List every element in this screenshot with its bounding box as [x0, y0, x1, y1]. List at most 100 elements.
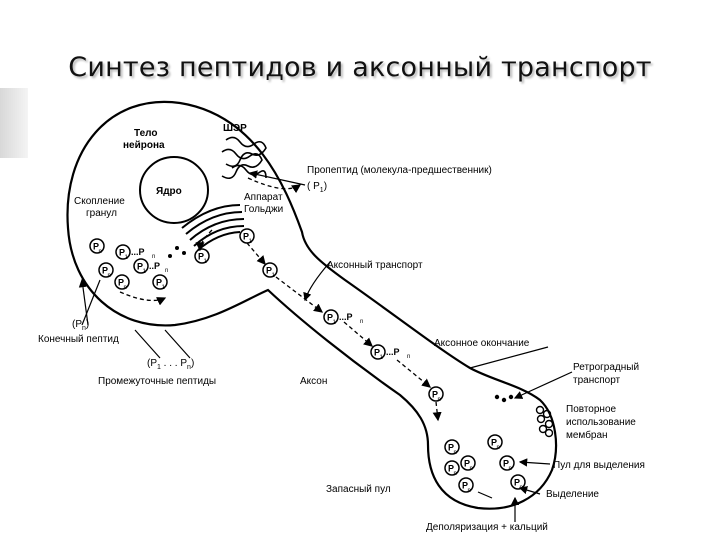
- svg-text:P: P: [448, 443, 454, 453]
- vesicle-pn-terminal-3: P n: [444, 460, 460, 477]
- label-p1-paren: ( P1): [307, 181, 327, 194]
- svg-text:P: P: [464, 459, 470, 469]
- vesicle-pn-terminal-2: P n: [460, 455, 476, 472]
- label-intermediate: Промежуточные пептиды: [98, 376, 216, 387]
- label-retrograde-1: Ретроградный: [573, 362, 639, 373]
- svg-text:...P: ...P: [386, 347, 400, 357]
- label-axonal-transport: Аксонный транспорт: [327, 260, 423, 271]
- vesicle-pn-terminal-1: P n: [444, 439, 460, 456]
- label-depolarization: Деполяризация + кальций: [426, 522, 548, 533]
- svg-text:1: 1: [272, 273, 276, 279]
- vesicle-p1-golgi: P 1: [194, 248, 210, 265]
- label-recycling-3: мембран: [566, 429, 608, 441]
- svg-text:1: 1: [143, 269, 147, 275]
- svg-text:n: n: [407, 354, 410, 360]
- label-recycling-1: Повторное: [566, 404, 617, 415]
- svg-text:P: P: [514, 478, 520, 488]
- svg-text:..P: ..P: [149, 261, 160, 271]
- vesicle-p1-soma-3: P 1: [152, 274, 168, 291]
- granules: [168, 246, 514, 403]
- svg-text:1: 1: [333, 320, 337, 326]
- label-end-peptide-paren: (Pn): [72, 319, 89, 332]
- label-end-peptide: Конечный пептид: [38, 334, 119, 345]
- vesicle-pn-terminal-6: P n: [499, 455, 515, 472]
- svg-text:n: n: [360, 319, 363, 325]
- svg-text:n: n: [470, 466, 473, 472]
- vesicle-pn-2: P n: [98, 262, 114, 279]
- label-rer: ШЭР: [223, 123, 247, 134]
- rer-shape: [221, 136, 267, 180]
- label-golgi-1: Аппарат: [244, 192, 283, 203]
- svg-text:n: n: [468, 488, 471, 494]
- label-nucleus: Ядро: [156, 186, 182, 197]
- svg-text:n: n: [454, 471, 457, 477]
- label-propeptide: Пропептид (молекула-предшественник): [307, 165, 492, 176]
- svg-text:n: n: [124, 285, 127, 291]
- vesicle-p1pn-axon-1: P 1 ...P n: [323, 309, 363, 326]
- svg-text:...P: ...P: [131, 247, 145, 257]
- vesicle-p1pn-axon-2: P 1 ...P n: [370, 344, 410, 361]
- vesicle-pn-terminal-5: P n: [487, 434, 503, 451]
- label-axon: Аксон: [300, 376, 327, 387]
- vesicle-p1-b: P 1: [262, 262, 278, 279]
- label-intermediate-paren: (P1 . . . Pn): [147, 358, 194, 371]
- svg-text:1: 1: [125, 255, 129, 261]
- svg-text:n: n: [509, 466, 512, 472]
- vesicle-p1-a: P 1: [239, 228, 255, 245]
- vesicle-pn-3: P n: [114, 274, 130, 291]
- label-soma-2: нейрона: [123, 140, 165, 151]
- vesicle-p1pn-soma: P 1 ...P n: [115, 244, 155, 261]
- label-release: Выделение: [546, 489, 599, 500]
- label-golgi-2: Гольджи: [244, 204, 283, 215]
- leader-lines: [78, 170, 573, 522]
- label-granule-1: Скопление: [74, 196, 125, 207]
- svg-text:P: P: [156, 278, 162, 288]
- svg-text:P: P: [118, 278, 124, 288]
- svg-text:n: n: [497, 445, 500, 451]
- svg-text:n: n: [152, 254, 155, 260]
- svg-text:P: P: [102, 266, 108, 276]
- nucleus: [139, 156, 209, 224]
- svg-text:1: 1: [380, 355, 384, 361]
- membrane-recycling-circles: [535, 405, 554, 438]
- vesicle-pn-1: P n: [89, 238, 105, 255]
- vesicle-pn-axon: P n: [428, 386, 444, 403]
- vesicle-p1pn-soma-2: P 1 ..P n: [133, 258, 168, 275]
- svg-text:P: P: [243, 232, 249, 242]
- label-axon-terminal: Аксонное окончание: [434, 338, 530, 349]
- svg-text:...P: ...P: [339, 312, 353, 322]
- svg-text:n: n: [438, 397, 441, 403]
- neuron-outline: [66, 100, 558, 510]
- svg-text:P: P: [137, 262, 143, 272]
- svg-text:P: P: [503, 459, 509, 469]
- svg-text:P: P: [374, 348, 380, 358]
- decorative-bar: [0, 88, 28, 158]
- label-release-pool: Пул для выделения: [553, 460, 645, 471]
- label-retrograde-2: транспорт: [573, 375, 621, 386]
- svg-text:1: 1: [204, 259, 208, 265]
- svg-text:P: P: [462, 481, 468, 491]
- svg-text:P: P: [266, 266, 272, 276]
- label-soma-1: Тело: [134, 128, 158, 139]
- svg-text:1: 1: [162, 285, 166, 291]
- label-reserve-pool: Запасный пул: [326, 484, 391, 495]
- golgi-shape: [181, 204, 245, 251]
- svg-text:n: n: [454, 450, 457, 456]
- svg-text:n: n: [99, 249, 102, 255]
- svg-text:P: P: [93, 242, 99, 252]
- label-granule-2: гранул: [86, 208, 117, 219]
- svg-text:n: n: [165, 268, 168, 274]
- svg-text:P: P: [491, 438, 497, 448]
- svg-text:P: P: [432, 390, 438, 400]
- svg-text:P: P: [119, 248, 125, 258]
- svg-text:n: n: [108, 273, 111, 279]
- svg-text:P: P: [327, 313, 333, 323]
- svg-text:P: P: [448, 464, 454, 474]
- svg-text:P: P: [198, 252, 204, 262]
- slide-title: Синтез пептидов и аксонный транспорт: [68, 52, 652, 83]
- internal-transport-paths: [119, 177, 442, 422]
- vesicle-pn-terminal-4: P n: [458, 477, 474, 494]
- svg-text:1: 1: [249, 239, 253, 245]
